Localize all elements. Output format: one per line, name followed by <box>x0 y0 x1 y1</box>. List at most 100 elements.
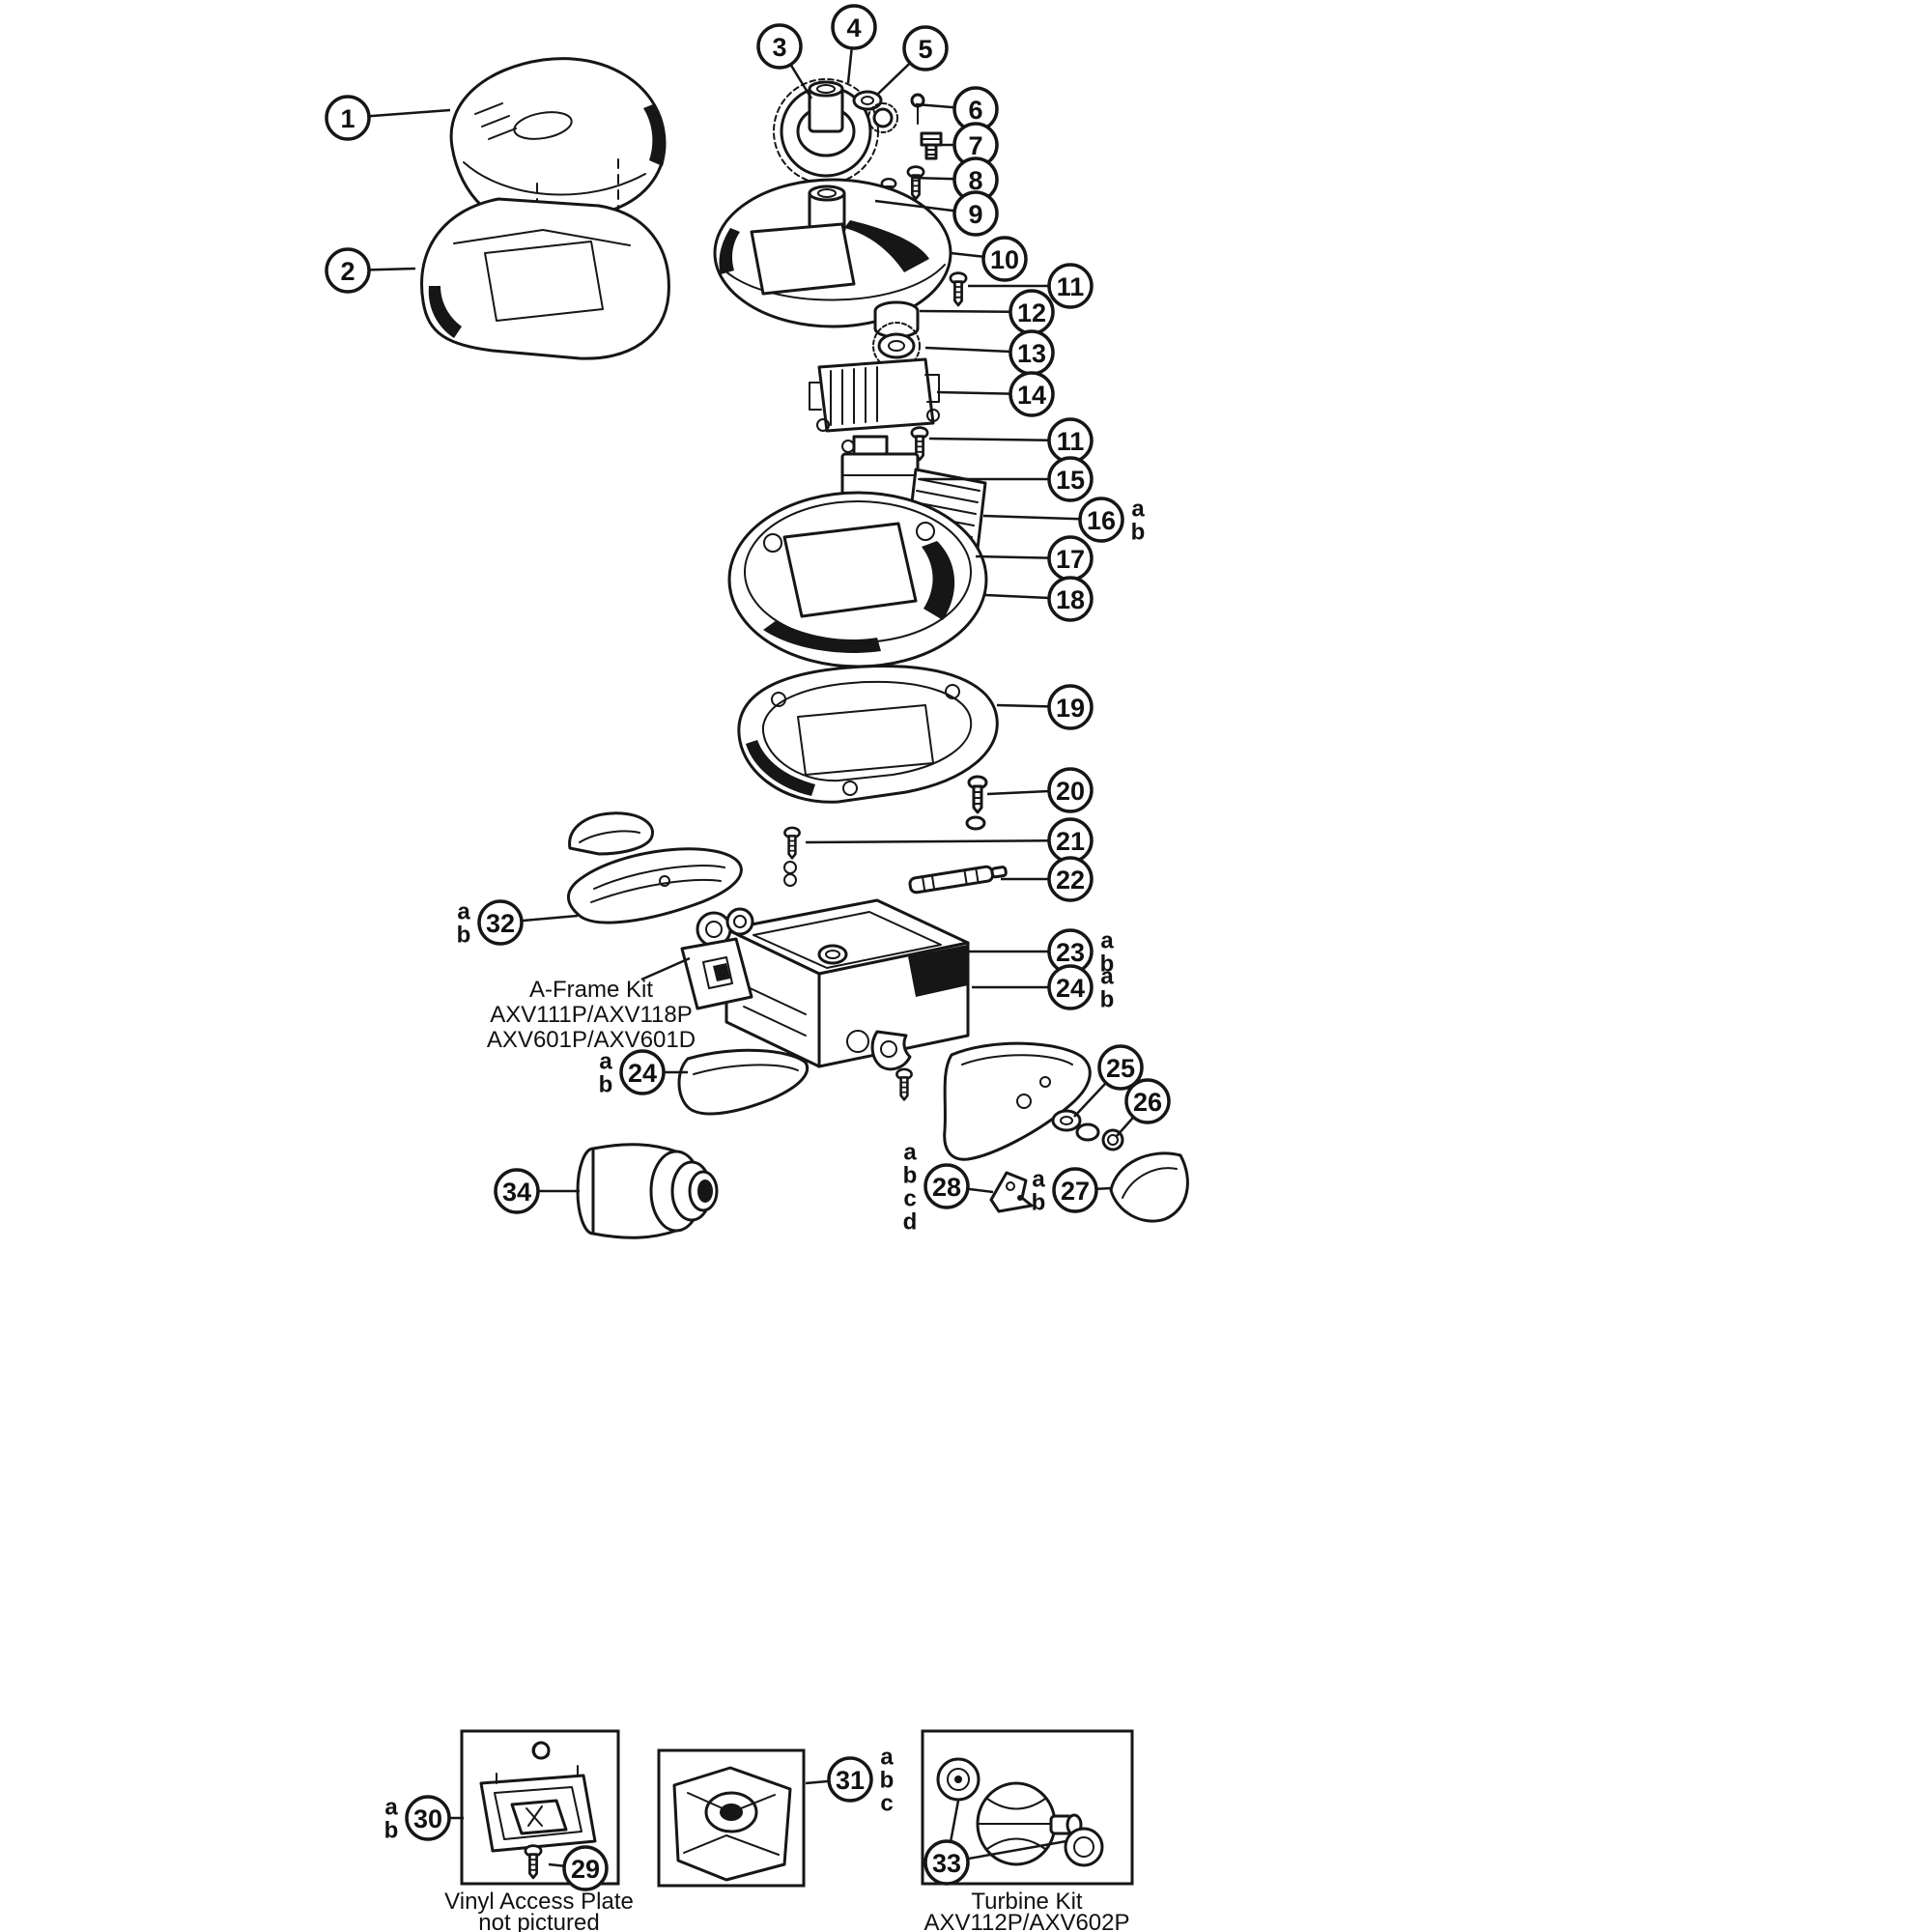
part-axle-shaft <box>908 865 1008 895</box>
turbine-kit-box <box>921 1729 1134 1886</box>
callout-11-circle <box>1047 263 1094 309</box>
callout-11: 11 <box>968 263 1094 309</box>
part-latch <box>989 1171 1034 1213</box>
callout-8: 8 <box>911 156 999 203</box>
callout-30-number: 30 <box>413 1804 442 1833</box>
callout-8-leader <box>911 176 955 181</box>
turbine-kit-label-line1: Turbine Kit <box>971 1889 1082 1915</box>
part-middle-body <box>727 491 988 668</box>
part-washer <box>852 90 883 111</box>
part-pod-wing <box>1109 1151 1189 1223</box>
callout-9-circle <box>952 190 999 237</box>
callout-31-number: 31 <box>836 1766 865 1795</box>
callout-26-leader <box>1116 1116 1135 1137</box>
callout-27-circle <box>1052 1167 1098 1213</box>
callout-22-circle <box>1047 856 1094 902</box>
callout-19: 19 <box>996 684 1094 730</box>
callout-18-number: 18 <box>1056 585 1085 614</box>
callout-20-leader <box>986 789 1050 796</box>
callout-2-number: 2 <box>340 257 355 286</box>
callout-25-circle <box>1097 1044 1144 1091</box>
callout-19-circle <box>1047 684 1094 730</box>
part-top-housing <box>449 57 667 254</box>
callout-24-number: 24 <box>628 1059 657 1088</box>
a-frame-kit-label-line1: A-Frame Kit <box>529 977 653 1003</box>
part-drive-gear <box>773 78 898 185</box>
callout-16-number: 16 <box>1087 506 1116 535</box>
a-frame-label-leader <box>640 956 691 981</box>
part-screw-29 <box>524 1844 543 1880</box>
callout-22: 22 <box>1001 856 1094 902</box>
callout-16-circle <box>1078 497 1124 543</box>
turbine-kit-label-line2: AXV112P/AXV602P <box>923 1910 1129 1932</box>
callout-10: 10 <box>950 236 1028 282</box>
callout-28-circle <box>923 1163 970 1209</box>
cone-holder-box <box>657 1748 806 1888</box>
callout-29-leader <box>548 1862 565 1867</box>
callout-31-letter-a: a <box>880 1745 894 1771</box>
part-screw-20 <box>965 775 988 831</box>
callout-17: 17 <box>975 535 1094 582</box>
callout-26-circle <box>1124 1078 1171 1124</box>
callout-6-leader <box>915 102 955 109</box>
callout-1-number: 1 <box>340 104 355 133</box>
callout-20-number: 20 <box>1056 777 1085 806</box>
callout-34: 34 <box>494 1168 580 1214</box>
callout-24-letter-a: a <box>599 1049 612 1075</box>
callout-26: 26 <box>1116 1078 1171 1137</box>
callout-4-number: 4 <box>846 14 861 43</box>
callout-2: 2 <box>325 247 416 294</box>
callout-29: 29 <box>548 1845 609 1891</box>
callout-21-leader <box>805 838 1050 844</box>
callout-9-leader <box>874 199 955 213</box>
callout-15-number: 15 <box>1056 466 1085 495</box>
callout-13-number: 13 <box>1017 339 1046 368</box>
callout-12: 12 <box>919 289 1055 335</box>
callout-14-circle <box>1009 371 1055 417</box>
part-gearbox <box>809 357 940 433</box>
callout-16-letter-b: b <box>1131 520 1146 546</box>
a-frame-kit-label-line3: AXV601P/AXV601D <box>487 1027 696 1053</box>
callout-19-leader <box>996 703 1050 708</box>
callout-14: 14 <box>936 371 1055 417</box>
vinyl-access-plate-label-line2: not pictured <box>478 1910 599 1932</box>
callout-13: 13 <box>924 329 1055 376</box>
callout-27-leader <box>1095 1186 1112 1191</box>
callout-18-leader <box>984 593 1050 600</box>
callout-20: 20 <box>986 767 1094 813</box>
callout-18: 18 <box>984 576 1094 622</box>
callout-29-number: 29 <box>571 1855 600 1884</box>
a-frame-kit-label-line2: AXV111P/AXV118P <box>490 1002 692 1028</box>
part-upper-body-dome <box>713 178 952 328</box>
callout-28-leader <box>967 1187 994 1194</box>
callout-30: 30 ab <box>384 1795 464 1844</box>
part-skirt <box>677 1048 809 1116</box>
callout-21: 21 <box>805 817 1094 864</box>
callout-16-letter-a: a <box>1131 497 1145 523</box>
callout-26-number: 26 <box>1133 1088 1162 1117</box>
callout-23-letter-a: a <box>1100 928 1114 954</box>
callout-24-circle <box>619 1049 666 1095</box>
callout-10-circle <box>981 236 1028 282</box>
callout-3-leader <box>789 64 813 99</box>
callout-19-number: 19 <box>1056 694 1085 723</box>
callout-20-circle <box>1047 767 1094 813</box>
callout-6: 6 <box>915 86 999 132</box>
callout-30-letter-b: b <box>384 1818 399 1844</box>
callout-23-letter-b: b <box>1100 952 1115 978</box>
callout-2-circle <box>325 247 371 294</box>
callout-21-number: 21 <box>1056 827 1085 856</box>
callout-28-number: 28 <box>932 1173 961 1202</box>
vinyl-access-plate-label-line1: Vinyl Access Plate <box>444 1889 634 1915</box>
callout-10-number: 10 <box>990 245 1019 274</box>
callout-27-letter-b: b <box>1032 1190 1046 1216</box>
part-pin-6 <box>910 93 925 126</box>
callout-30-letter-a: a <box>384 1795 398 1821</box>
callout-2-leader <box>368 267 416 271</box>
part-clamp <box>870 1030 913 1101</box>
